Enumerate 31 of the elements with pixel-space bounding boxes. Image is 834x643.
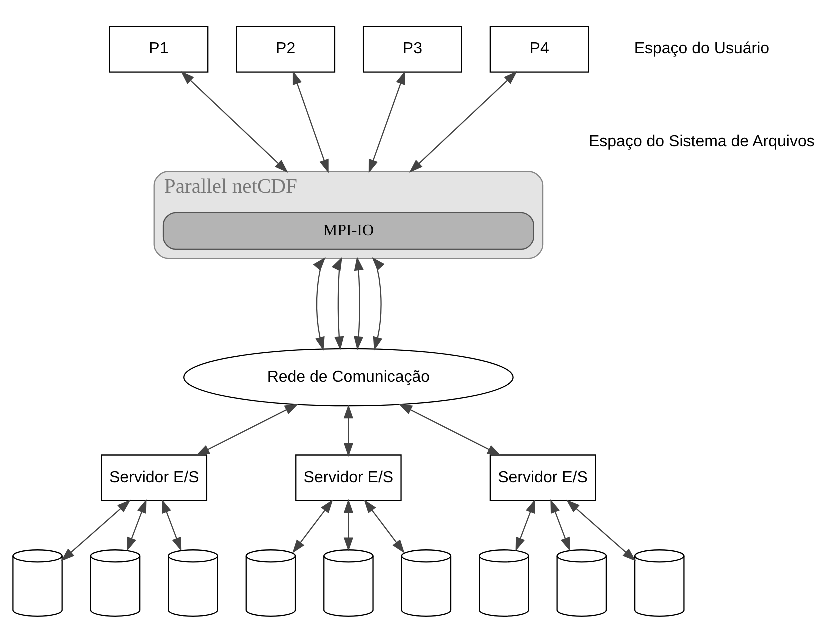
arrow	[372, 257, 385, 351]
arrow	[127, 499, 147, 552]
arrow	[398, 404, 502, 456]
label: Espaço do Usuário	[634, 40, 770, 58]
node-box: P3	[362, 26, 462, 73]
arrow	[61, 500, 131, 562]
label: Espaço do Sistema de Arquivos	[588, 133, 815, 150]
node-box: P1	[109, 26, 209, 73]
arrow	[516, 499, 536, 552]
arrow	[550, 499, 570, 552]
node-box: P2	[236, 26, 336, 73]
arrow	[292, 70, 329, 174]
node-box: MPI-IO	[162, 212, 534, 250]
arrow	[292, 500, 334, 554]
node-ellipse: Rede de Comunicação	[184, 348, 514, 407]
node-box: P4	[490, 26, 590, 73]
arrow	[344, 499, 354, 552]
arrow	[566, 500, 636, 562]
arrow	[162, 499, 182, 552]
arrow	[180, 71, 288, 173]
node-box: Servidor E/S	[101, 454, 208, 502]
arrow	[196, 404, 299, 456]
arrow	[368, 70, 406, 174]
arrow	[354, 256, 364, 350]
arrow	[344, 404, 354, 457]
arrow	[313, 257, 326, 351]
arrow	[409, 71, 518, 173]
arrow	[364, 500, 405, 554]
node-box: Servidor E/S	[296, 454, 402, 502]
node-box: Servidor E/S	[490, 454, 596, 502]
arrow	[332, 257, 344, 350]
